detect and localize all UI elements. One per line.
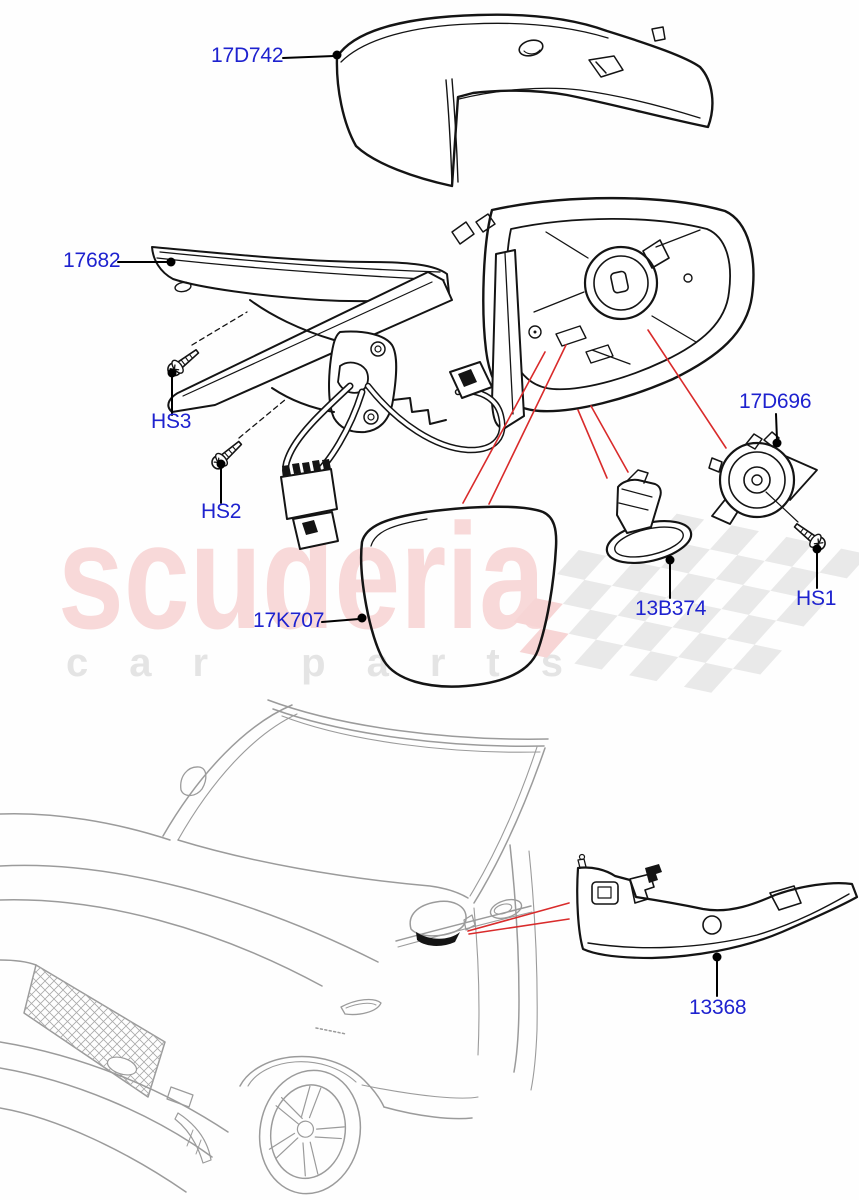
door-mirror-arm — [463, 914, 476, 931]
part-label-17682[interactable]: 17682 — [63, 249, 121, 272]
turn-signal-bulb-drawing — [605, 469, 693, 564]
windshield-edge — [162, 704, 293, 837]
cowl-line — [177, 839, 469, 899]
badge-lettering — [315, 1027, 347, 1035]
mirror-cover-drawing — [335, 13, 714, 188]
puddle-lamp-hole — [518, 39, 544, 57]
mirror-glass-drawing — [360, 505, 558, 688]
grille-badge — [106, 1056, 138, 1076]
watermark-tagline-text: car parts — [66, 641, 563, 685]
wheel-arch — [239, 1055, 385, 1108]
part-label-17d742[interactable]: 17D742 — [211, 44, 284, 67]
part-label-hs1[interactable]: HS1 — [796, 587, 837, 610]
door-seam — [473, 907, 480, 1056]
callout-lines — [462, 329, 727, 935]
part-label-13368[interactable]: 13368 — [689, 996, 747, 1019]
door-mirror — [409, 900, 467, 937]
far-side-mirror — [180, 766, 207, 797]
repeater-location-mark — [416, 932, 460, 946]
fog-lamp — [166, 1086, 194, 1108]
leader-lines — [117, 50, 822, 997]
door-handle — [489, 898, 523, 920]
checkered-flag-graphic — [513, 513, 859, 693]
screw-hs2-drawing — [207, 398, 287, 474]
bumper-line — [0, 1041, 229, 1133]
mirror-housing-drawing — [482, 196, 755, 413]
wiring-connector — [280, 361, 493, 550]
vehicle-location-drawing — [0, 699, 549, 1195]
hood-crease — [0, 864, 379, 963]
front-wheel — [258, 1069, 362, 1195]
repeater-lamp-drawing — [576, 853, 859, 960]
part-label-17d696[interactable]: 17D696 — [739, 390, 812, 413]
mirror-motor-drawing — [708, 431, 818, 525]
sill-line — [383, 1106, 473, 1120]
fender-vent — [340, 998, 382, 1016]
part-label-hs3[interactable]: HS3 — [151, 410, 192, 433]
screw-hs3-drawing — [163, 311, 248, 381]
hood-edge — [0, 813, 171, 841]
cover-clip — [588, 55, 624, 78]
intake-slat — [174, 1112, 212, 1164]
roof-line — [267, 699, 549, 740]
mirror-arm-drawing — [151, 246, 506, 550]
glass-actuator-mount — [583, 245, 659, 321]
part-label-17k707[interactable]: 17K707 — [253, 609, 325, 632]
part-label-13b374[interactable]: 13B374 — [635, 597, 707, 620]
a-pillar — [473, 747, 546, 904]
grille-mesh — [24, 965, 165, 1097]
part-label-hs2[interactable]: HS2 — [201, 500, 242, 523]
